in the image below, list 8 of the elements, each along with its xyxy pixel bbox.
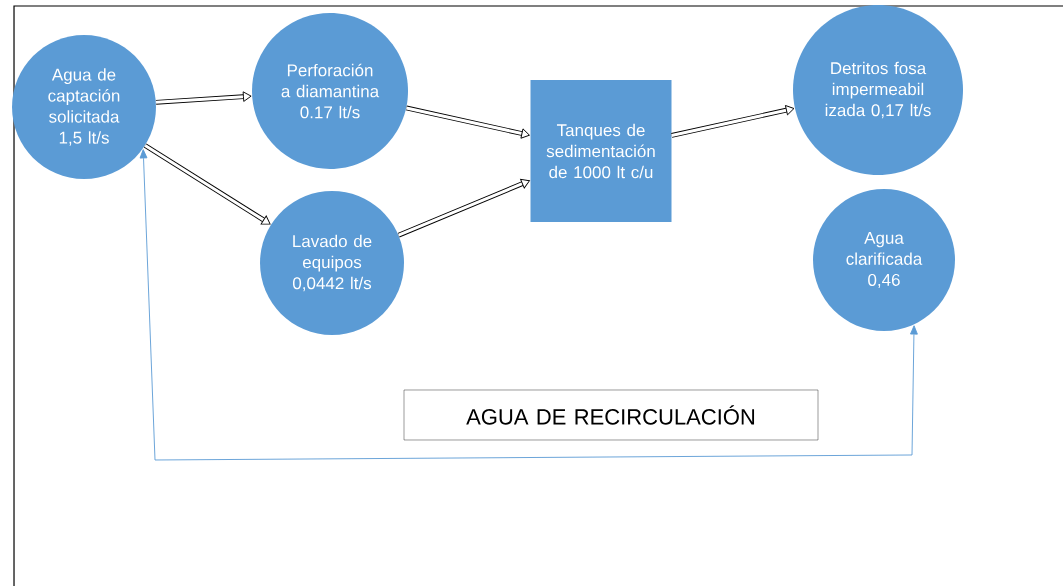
arrow: [397, 178, 530, 238]
arrow: [671, 105, 795, 138]
arrow: [143, 143, 271, 225]
arrow: [405, 105, 530, 139]
label-box: AGUA DE RECIRCULACIÓN: [403, 389, 819, 441]
process-box: Tanques de sedimentación de 1000 lt c/u: [530, 80, 672, 222]
recirculation-arrow: [139, 149, 918, 461]
arrow: [155, 91, 252, 105]
